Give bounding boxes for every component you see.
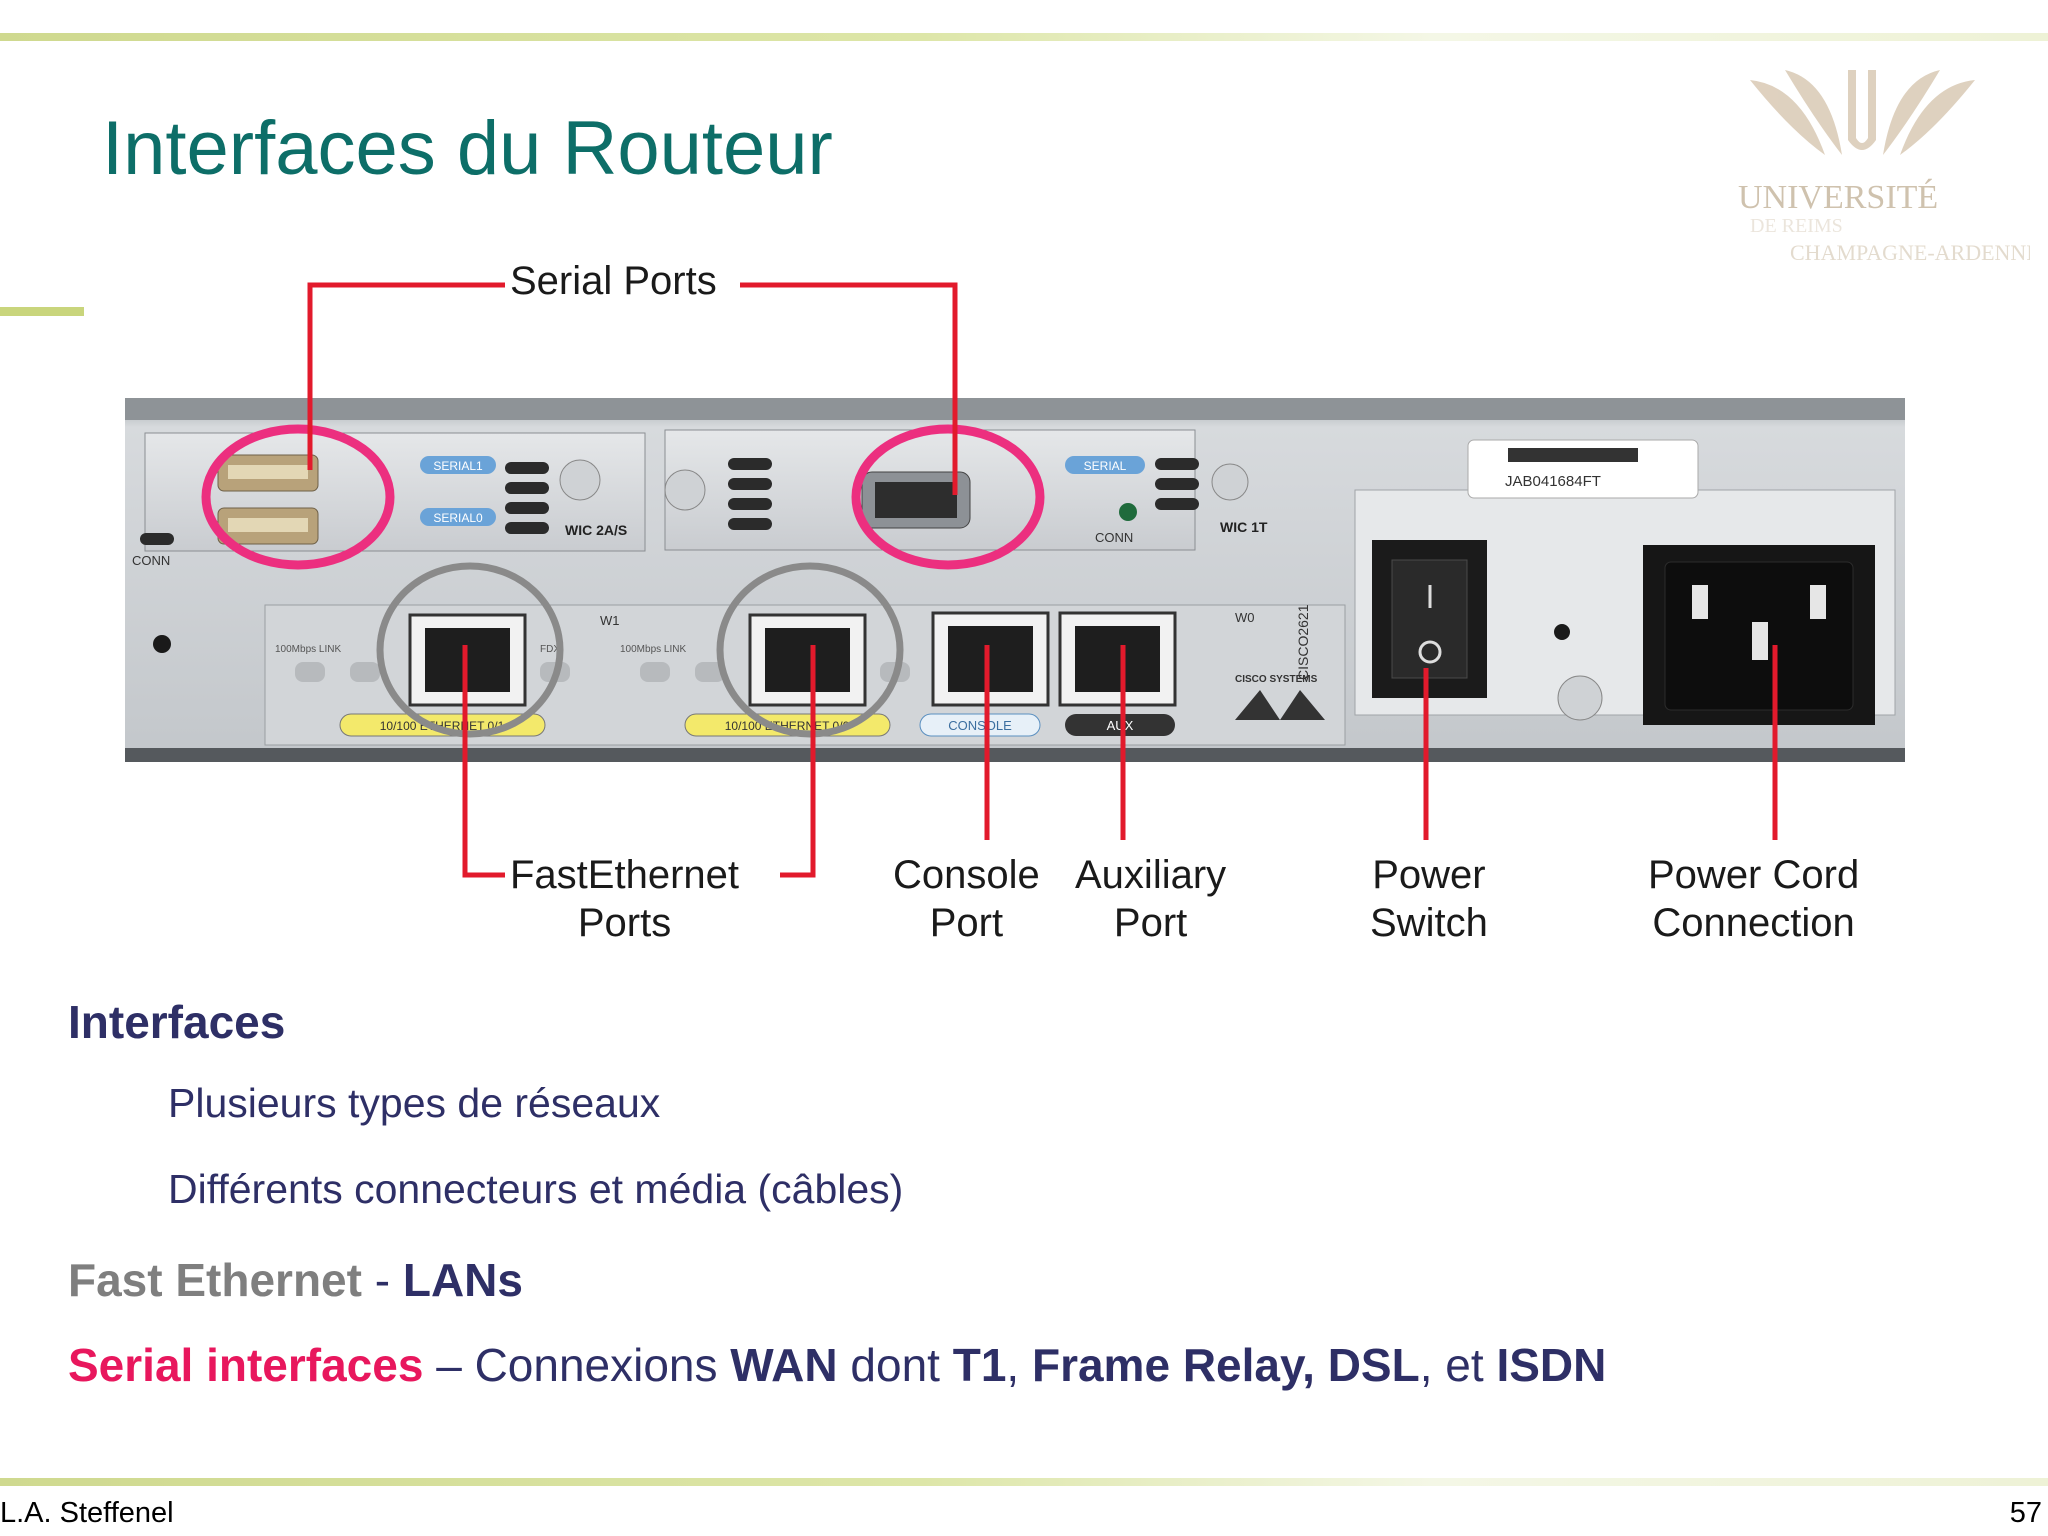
ethernet-highlight-left bbox=[376, 562, 564, 738]
label-auxiliary-line1: Auxiliary bbox=[1075, 853, 1227, 897]
bottom-accent-rule bbox=[0, 1478, 2048, 1486]
serial-interfaces-line: Serial interfaces – Connexions WAN dont … bbox=[68, 1338, 1606, 1392]
serial-connector-large bbox=[861, 471, 971, 529]
label-console-port: Console Port bbox=[893, 851, 1040, 947]
fast-ethernet-term: Fast Ethernet bbox=[68, 1254, 362, 1306]
serial-text-3: , bbox=[1006, 1339, 1032, 1391]
eth0-0-label: 10/100 ETHERNET 0/0 bbox=[725, 719, 850, 733]
serial-number-label: JAB041684FT bbox=[1505, 473, 1601, 490]
console-port bbox=[931, 611, 1050, 707]
logo-line1: UNIVERSITÉ bbox=[1738, 179, 1938, 216]
label-power-cord: Power Cord Connection bbox=[1648, 851, 1859, 947]
label-power-switch-line2: Switch bbox=[1370, 901, 1488, 945]
label-power-cord-line2: Connection bbox=[1652, 901, 1855, 945]
cisco-logo-icon bbox=[1235, 690, 1325, 720]
label-console-line2: Port bbox=[929, 901, 1004, 945]
label-auxiliary-line2: Port bbox=[1113, 901, 1188, 945]
serial-wan: WAN bbox=[730, 1339, 838, 1391]
interfaces-heading: Interfaces bbox=[68, 996, 286, 1048]
university-logo: UNIVERSITÉ DE REIMS CHAMPAGNE-ARDENNE bbox=[1738, 70, 2030, 265]
logo-line3: CHAMPAGNE-ARDENNE bbox=[1790, 240, 2030, 265]
top-accent-rule bbox=[0, 33, 2048, 41]
aux-port bbox=[1058, 611, 1177, 707]
serial-highlight-left bbox=[201, 424, 395, 570]
fdx-label: FDX bbox=[540, 644, 560, 655]
serial-text-4: , et bbox=[1419, 1339, 1497, 1391]
fast-ethernet-sep: - bbox=[361, 1254, 403, 1306]
serial-text-1: – Connexions bbox=[423, 1339, 731, 1391]
label-auxiliary-port: Auxiliary Port bbox=[1075, 851, 1226, 947]
serial-term: Serial interfaces bbox=[68, 1339, 424, 1391]
slide-title: Interfaces du Routeur bbox=[102, 106, 833, 191]
wic-1t-label: WIC 1T bbox=[1220, 519, 1268, 535]
serial-connector-0 bbox=[217, 507, 319, 545]
link-left-label: 100Mbps LINK bbox=[275, 644, 341, 655]
serial-connector-1 bbox=[217, 454, 319, 492]
router-diagram: SERIAL1 SERIAL0 WIC 2A/S CONN SERIAL CON… bbox=[120, 250, 1920, 970]
fast-ethernet-line: Fast Ethernet - LANs bbox=[68, 1253, 523, 1307]
conn-mid-label: CONN bbox=[1095, 530, 1133, 545]
label-serial-ports: Serial Ports bbox=[510, 259, 717, 303]
console-badge: CONSOLE bbox=[948, 718, 1012, 733]
fast-ethernet-value: LANs bbox=[402, 1254, 523, 1306]
callout-lines bbox=[307, 282, 1778, 878]
label-fastethernet-line1: FastEthernet bbox=[510, 853, 740, 897]
label-power-switch: Power Switch bbox=[1370, 851, 1488, 947]
left-accent-dash bbox=[0, 307, 84, 316]
serial-t1: T1 bbox=[952, 1339, 1007, 1391]
router-back-panel: SERIAL1 SERIAL0 WIC 2A/S CONN SERIAL CON… bbox=[125, 282, 1905, 878]
serial0-badge: SERIAL0 bbox=[433, 511, 483, 525]
logo-line2: DE REIMS bbox=[1750, 215, 1843, 237]
label-power-cord-line1: Power Cord bbox=[1648, 853, 1860, 897]
eth0-1-label: 10/100 ETHERNET 0/1 bbox=[380, 719, 505, 733]
serial-highlight-mid bbox=[851, 424, 1045, 570]
power-switch bbox=[1372, 540, 1487, 698]
aux-badge: AUX bbox=[1107, 718, 1134, 733]
label-power-switch-line1: Power bbox=[1372, 853, 1486, 897]
link-mid-label: 100Mbps LINK bbox=[620, 644, 686, 655]
power-cord-socket bbox=[1643, 545, 1875, 725]
page-number: 57 bbox=[2009, 1497, 2042, 1529]
footer-author: L.A. Steffenel bbox=[0, 1497, 174, 1529]
brand-label: CISCO SYSTEMS bbox=[1235, 674, 1318, 685]
serial1-badge: SERIAL1 bbox=[433, 459, 483, 473]
model-label: CISCO2621 bbox=[1295, 604, 1311, 680]
w0-label: W0 bbox=[1235, 610, 1255, 625]
serial-badge: SERIAL bbox=[1084, 459, 1127, 473]
serial-text-2: dont bbox=[837, 1339, 953, 1391]
fastethernet-port-0-0 bbox=[748, 613, 867, 707]
label-fastethernet-line2: Ports bbox=[577, 901, 672, 945]
bullet-network-types: Plusieurs types de réseaux bbox=[168, 1080, 661, 1126]
label-console-line1: Console bbox=[893, 853, 1040, 897]
conn-left-label: CONN bbox=[132, 553, 170, 568]
serial-fr-dsl: Frame Relay, DSL bbox=[1031, 1339, 1420, 1391]
bullet-connectors: Différents connecteurs et média (câbles) bbox=[168, 1166, 904, 1212]
label-fastethernet-ports: FastEthernet Ports bbox=[510, 851, 739, 947]
wic-2as-label: WIC 2A/S bbox=[565, 522, 627, 538]
ethernet-highlight-mid bbox=[716, 562, 904, 738]
serial-isdn: ISDN bbox=[1496, 1339, 1607, 1391]
w1-label: W1 bbox=[600, 613, 620, 628]
